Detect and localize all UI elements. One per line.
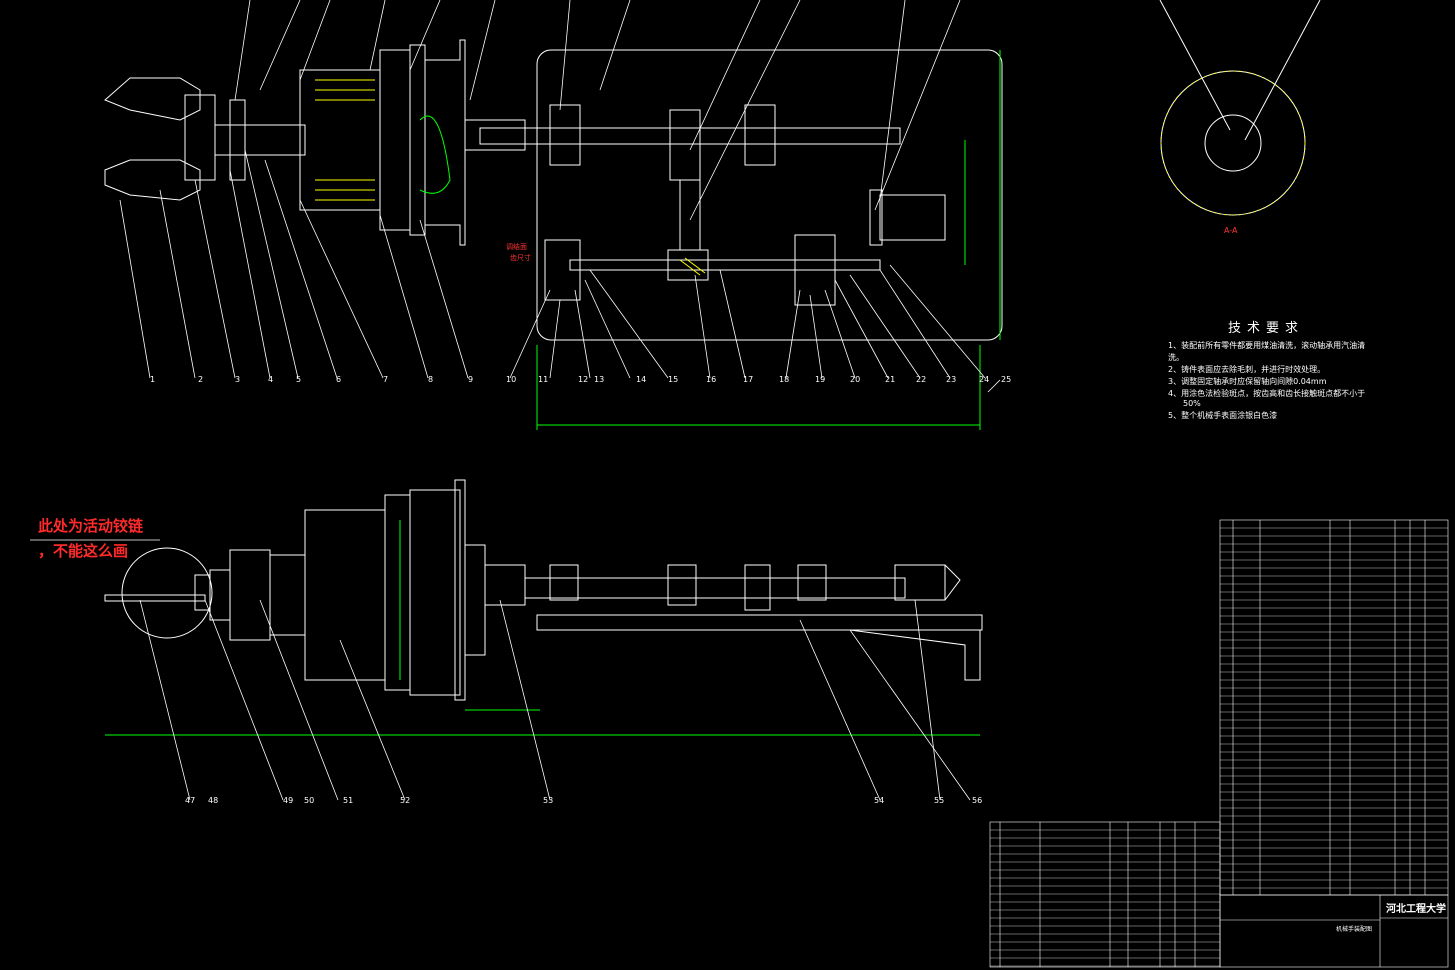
part-number: 54 [874,796,885,805]
part-number: 10 [506,375,517,384]
part-number: 51 [343,796,354,805]
tech-req-line: 4、用涂色法检验斑点，按齿高和齿长接触斑点都不小于 [1168,389,1366,398]
part-number: 14 [636,375,647,384]
tech-req-line: 洗。 [1168,353,1184,362]
part-number: 55 [934,796,945,805]
callout-label-2: 齿尺寸 [510,254,531,262]
university-name: 河北工程大学 [1386,904,1446,915]
part-number: 8 [428,375,434,384]
parts-list-left-rows [990,829,1220,967]
part-number: 9 [468,375,474,384]
cylinder-body [299,69,381,211]
part-number: 21 [885,375,896,384]
part-number: 1 [150,375,156,384]
gripper-finger-upper [104,77,201,121]
annotation-line-1: 此处为活动铰链 [38,517,144,535]
part-number: 13 [594,375,605,384]
parts-list-left [989,821,1221,968]
part-number: 53 [543,796,554,805]
bottom-cylinder [304,509,386,681]
section-label: A-A [1224,226,1238,235]
top-assembly-view [104,39,1003,341]
part-number: 4 [268,375,274,384]
tech-req-line: 3、调整固定轴承时应保留轴向间隙0.04mm [1168,377,1327,386]
section-a-a [1159,0,1321,216]
dimension-lines-bottom [105,520,980,736]
leader-lines-top [119,0,986,379]
hatch-sections [315,79,706,276]
part-number: 50 [304,796,315,805]
part-number: 49 [283,796,294,805]
part-number: 7 [383,375,389,384]
part-number: 17 [743,375,754,384]
leader-lines-bottom [139,599,971,801]
part-number: 20 [850,375,861,384]
tech-req-line: 50% [1183,399,1201,408]
part-number: 47 [185,796,196,805]
part-number: 15 [668,375,679,384]
part-number: 25 [1001,375,1012,384]
part-number: 3 [235,375,241,384]
main-shaft [479,127,901,145]
part-number: 19 [815,375,826,384]
bottom-assembly-view [104,479,983,701]
tech-req-line: 5、整个机械手表面涂银白色漆 [1168,411,1278,420]
parts-list-rows [1220,527,1448,889]
part-number: 11 [538,375,549,384]
part-number: 52 [400,796,411,805]
title-block [1219,894,1449,968]
part-number: 6 [336,375,342,384]
part-number: 16 [706,375,717,384]
annotation-circle [121,547,213,639]
part-number: 22 [916,375,927,384]
annotation-line-2: ，不能这么画 [38,542,129,560]
part-number: 2 [198,375,204,384]
tech-requirements-title: 技术要求 [1228,321,1305,336]
drawing-name: 机械手装配图 [1336,926,1373,933]
part-number: 56 [972,796,983,805]
base-plate [536,49,1003,341]
parts-list-right [1219,519,1449,896]
tech-req-line: 1、装配前所有零件都要用煤油清洗，滚动轴承用汽油清 [1168,341,1366,350]
part-number: 18 [779,375,790,384]
callout-label: 调结面 [506,243,527,251]
dimension-lines-top [419,50,1001,430]
motor [879,194,946,241]
part-number: 24 [979,375,990,384]
part-number: 5 [296,375,302,384]
tech-req-line: 2、铸件表面应去除毛刺，并进行时效处理。 [1168,365,1326,374]
gripper-finger-lower [104,159,201,201]
part-number: 48 [208,796,219,805]
part-number: 12 [578,375,589,384]
support-beam [536,614,983,631]
part-number: 23 [946,375,957,384]
